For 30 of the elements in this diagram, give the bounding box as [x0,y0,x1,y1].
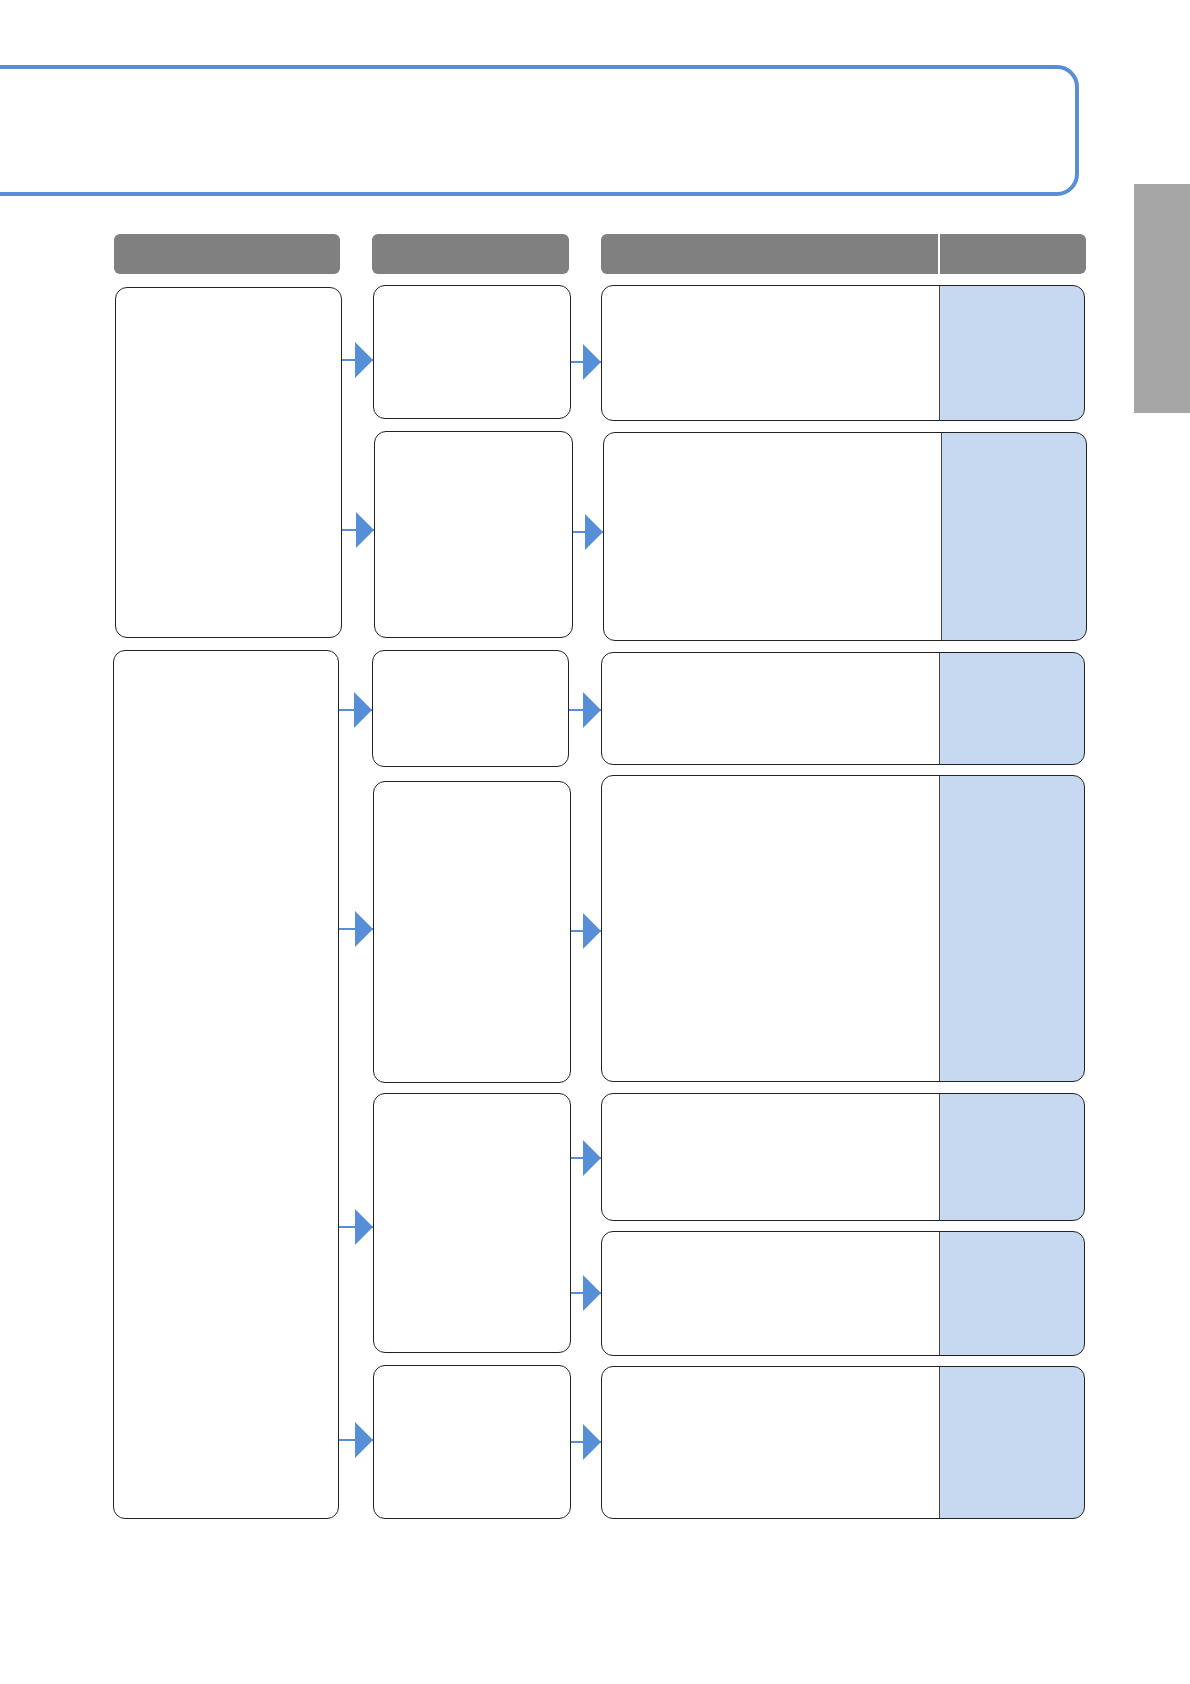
arrow [338,1209,374,1245]
arrow [570,1140,602,1176]
arrow [341,512,375,548]
title-banner [0,65,1079,196]
table-row-box [603,432,1087,641]
arrow [568,692,602,728]
process-box [372,650,569,767]
arrow [341,342,374,378]
table-row-box [601,775,1085,1082]
table-row-box [601,1093,1085,1221]
process-box [373,1365,571,1519]
process-box [113,650,339,1519]
arrow [338,692,373,728]
table-row-box [601,1231,1085,1356]
arrow [570,1424,602,1460]
arrow [338,911,374,947]
arrow [338,1422,374,1458]
arrow [570,913,602,949]
table-row-box [601,652,1085,765]
process-box [115,287,342,638]
table-row-box [601,285,1085,421]
process-box [373,1093,571,1353]
process-box [373,781,571,1083]
arrow [570,344,602,380]
process-box [373,285,571,419]
arrow [572,514,604,550]
process-box [374,431,573,638]
side-tab [1134,184,1190,413]
table-row-box [601,1366,1085,1519]
arrow [570,1275,602,1311]
